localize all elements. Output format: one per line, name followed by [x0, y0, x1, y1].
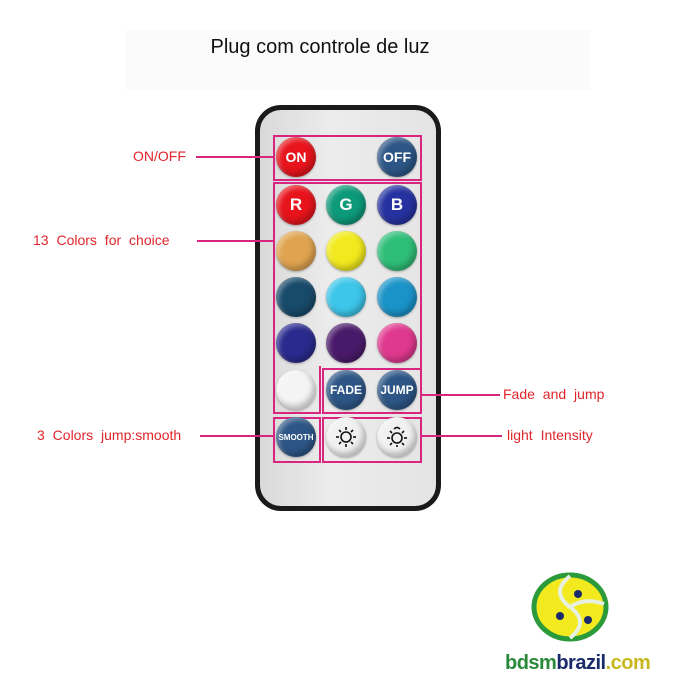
color-button[interactable]: [326, 277, 366, 317]
brightness-down-icon: [336, 427, 356, 447]
color-button[interactable]: [276, 323, 316, 363]
fade-jump-highlight: [322, 368, 422, 414]
colors-pointer: [197, 240, 273, 242]
green-label: G: [339, 195, 353, 214]
blue-label: B: [390, 195, 404, 214]
logo-text-bdsm: bdsm: [505, 652, 557, 674]
brightness-down-button[interactable]: [326, 417, 366, 457]
title-background: [125, 30, 590, 90]
light-highlight: [322, 417, 422, 463]
red-label: R: [289, 195, 303, 214]
blue-button[interactable]: B: [377, 185, 417, 225]
light-pointer: [422, 435, 502, 437]
logo-text-com: .com: [605, 652, 651, 674]
smooth-annotation: 3 Colors jump:smooth: [37, 427, 182, 443]
colors-highlight-tail: [273, 366, 321, 414]
on-off-annotation: ON/OFF: [133, 148, 186, 164]
on-off-pointer: [196, 156, 273, 158]
white-button[interactable]: [276, 370, 316, 410]
green-button[interactable]: G: [326, 185, 366, 225]
color-button[interactable]: [276, 231, 316, 271]
fade-label: FADE: [329, 383, 362, 397]
on-button[interactable]: ON: [276, 137, 316, 177]
on-label: ON: [285, 149, 307, 165]
off-button[interactable]: OFF: [377, 137, 417, 177]
logo-text: bdsmbrazil.com: [505, 652, 651, 675]
light-annotation: light Intensity: [507, 427, 593, 443]
smooth-pointer: [200, 435, 273, 437]
off-label: OFF: [383, 149, 411, 165]
smooth-button[interactable]: SMOOTH: [276, 417, 316, 457]
color-button[interactable]: [276, 277, 316, 317]
red-button[interactable]: R: [276, 185, 316, 225]
logo-emblem: [530, 572, 610, 642]
colors-highlight: [273, 182, 422, 368]
logo-text-brazil: brazil: [556, 652, 606, 674]
jump-button[interactable]: JUMP: [377, 370, 417, 410]
on-off-highlight: [273, 135, 422, 181]
fade-jump-pointer: [422, 394, 500, 396]
brightness-up-icon: [387, 426, 407, 447]
jump-label: JUMP: [380, 383, 414, 397]
fade-jump-annotation: Fade and jump: [503, 386, 605, 402]
colors-annotation: 13 Colors for choice: [33, 232, 170, 248]
color-button[interactable]: [377, 231, 417, 271]
fade-button[interactable]: FADE: [326, 370, 366, 410]
color-button[interactable]: [326, 231, 366, 271]
brightness-up-button[interactable]: [377, 417, 417, 457]
color-button[interactable]: [377, 277, 417, 317]
smooth-label: SMOOTH: [278, 432, 314, 442]
page-title: Plug com controle de luz: [210, 36, 430, 58]
color-button[interactable]: [326, 323, 366, 363]
color-button[interactable]: [377, 323, 417, 363]
